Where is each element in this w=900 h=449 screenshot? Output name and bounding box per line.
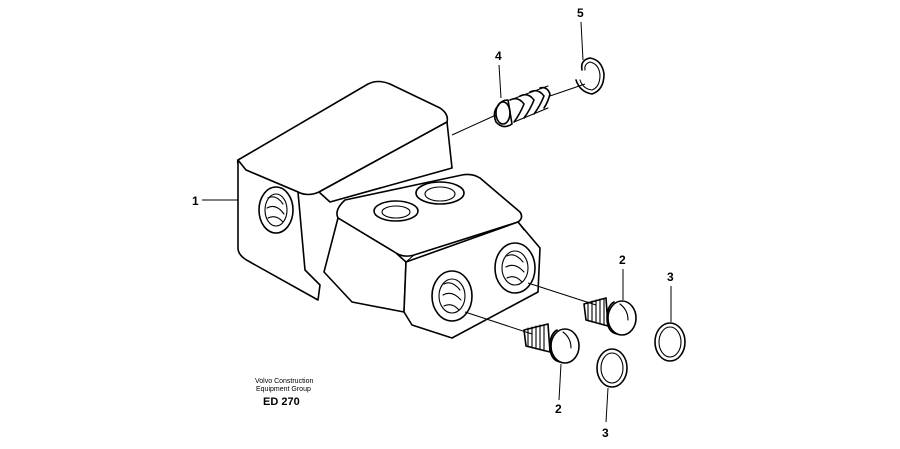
svg-text:2: 2 — [619, 253, 626, 267]
callout-5: 5 — [577, 6, 584, 61]
svg-text:3: 3 — [602, 426, 609, 440]
svg-text:1: 1 — [192, 194, 199, 208]
svg-text:2: 2 — [555, 402, 562, 416]
callout-2-upper: 2 — [619, 253, 626, 300]
callout-1: 1 — [192, 194, 238, 208]
retaining-ring-top — [575, 57, 605, 95]
manufacturer-credit: Volvo Construction Equipment Group ED 27… — [255, 378, 313, 408]
credit-line-1: Volvo Construction — [255, 378, 313, 385]
callout-2-lower: 2 — [555, 363, 562, 416]
svg-text:3: 3 — [667, 270, 674, 284]
spring-plug-part — [493, 85, 551, 128]
plug-upper-part — [583, 297, 637, 336]
retaining-ring-lower — [596, 348, 628, 388]
drawing-code: ED 270 — [263, 396, 300, 408]
valve-block — [236, 80, 541, 339]
svg-text:5: 5 — [577, 6, 584, 20]
svg-text:4: 4 — [495, 49, 502, 63]
credit-line-2: Equipment Group — [256, 386, 311, 393]
plug-lower-part — [523, 323, 580, 364]
callout-3-lower: 3 — [602, 387, 609, 440]
callout-3-upper: 3 — [667, 270, 674, 322]
callout-4: 4 — [495, 49, 502, 99]
retaining-ring-upper — [654, 322, 686, 362]
